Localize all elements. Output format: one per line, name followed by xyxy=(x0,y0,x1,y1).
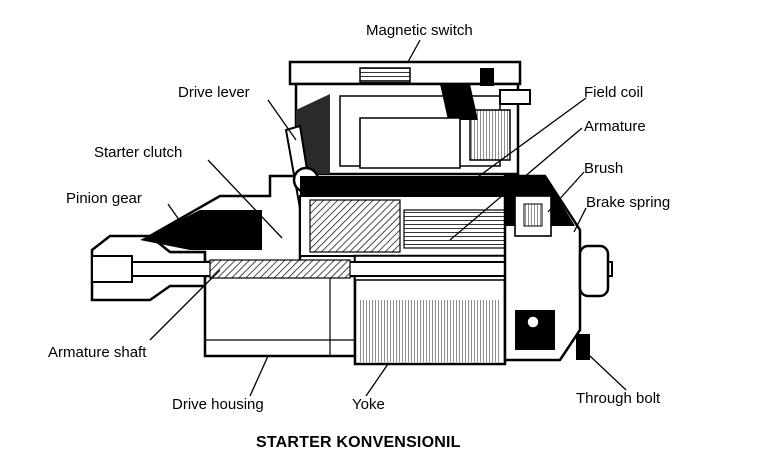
label-field-coil: Field coil xyxy=(584,84,644,101)
label-pinion-gear: Pinion gear xyxy=(66,190,142,207)
leader-lines xyxy=(149,39,627,397)
armature-shaft-part xyxy=(91,255,613,283)
diagram-caption: STARTER KONVENSIONIL xyxy=(256,434,461,451)
label-through-bolt: Through bolt xyxy=(576,390,661,407)
label-armature: Armature xyxy=(584,118,646,135)
label-starter-clutch: Starter clutch xyxy=(94,144,183,161)
label-brake-spring: Brake spring xyxy=(586,194,671,211)
label-magnetic-switch: Magnetic switch xyxy=(366,22,473,39)
label-armature-shaft: Armature shaft xyxy=(48,344,147,361)
label-brush: Brush xyxy=(584,160,624,177)
rear-housing-part xyxy=(503,174,610,362)
label-drive-housing: Drive housing xyxy=(172,396,264,413)
label-drive-lever: Drive lever xyxy=(178,84,250,101)
label-yoke: Yoke xyxy=(352,396,385,413)
